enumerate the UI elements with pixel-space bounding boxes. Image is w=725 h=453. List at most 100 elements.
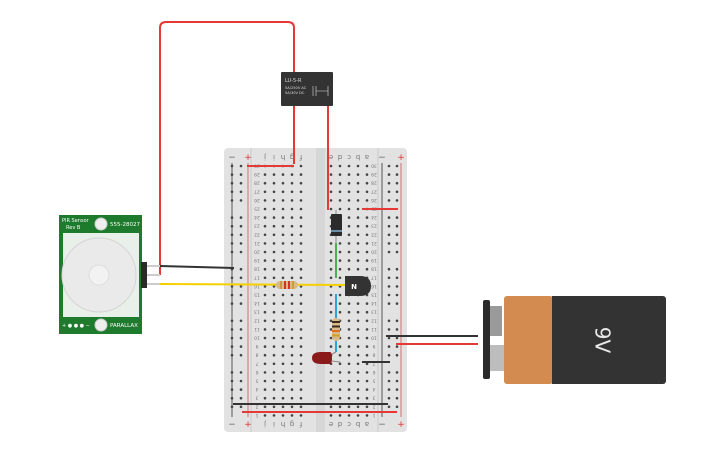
breadboard-hole[interactable] bbox=[356, 328, 360, 331]
breadboard-hole[interactable] bbox=[281, 242, 285, 245]
breadboard-hole[interactable] bbox=[338, 379, 342, 383]
breadboard-hole[interactable] bbox=[272, 293, 276, 297]
breadboard-hole[interactable] bbox=[329, 259, 333, 262]
breadboard-hole[interactable] bbox=[356, 388, 360, 391]
breadboard-hole[interactable] bbox=[290, 328, 294, 331]
breadboard-hole[interactable] bbox=[338, 267, 342, 271]
breadboard-hole[interactable] bbox=[329, 276, 333, 280]
breadboard-hole[interactable] bbox=[290, 267, 294, 271]
rail-hole[interactable] bbox=[230, 328, 234, 331]
breadboard-hole[interactable] bbox=[347, 310, 351, 314]
resistor-1[interactable] bbox=[276, 281, 298, 289]
rail-hole[interactable] bbox=[395, 250, 399, 254]
breadboard-hole[interactable] bbox=[356, 207, 360, 211]
rail-hole[interactable] bbox=[239, 328, 243, 331]
breadboard-hole[interactable] bbox=[365, 353, 369, 357]
breadboard-hole[interactable] bbox=[338, 362, 342, 366]
breadboard-hole[interactable] bbox=[263, 267, 267, 271]
breadboard-hole[interactable] bbox=[338, 190, 342, 194]
rail-hole[interactable] bbox=[230, 353, 234, 357]
breadboard-hole[interactable] bbox=[347, 405, 351, 409]
rail-hole[interactable] bbox=[395, 336, 399, 340]
breadboard-hole[interactable] bbox=[299, 319, 303, 323]
rail-hole[interactable] bbox=[395, 319, 399, 323]
breadboard-hole[interactable] bbox=[290, 353, 294, 357]
rail-hole[interactable] bbox=[230, 242, 234, 245]
rail-hole[interactable] bbox=[230, 276, 234, 280]
breadboard-hole[interactable] bbox=[281, 224, 285, 228]
rail-hole[interactable] bbox=[230, 250, 234, 254]
breadboard-hole[interactable] bbox=[290, 233, 294, 237]
breadboard-hole[interactable] bbox=[263, 396, 267, 400]
breadboard-hole[interactable] bbox=[329, 250, 333, 254]
breadboard-hole[interactable] bbox=[338, 199, 342, 202]
breadboard-hole[interactable] bbox=[347, 336, 351, 340]
rail-hole[interactable] bbox=[230, 405, 234, 409]
breadboard-hole[interactable] bbox=[263, 302, 267, 305]
rail-hole[interactable] bbox=[230, 199, 234, 202]
rail-hole[interactable] bbox=[239, 302, 243, 305]
breadboard-hole[interactable] bbox=[272, 345, 276, 348]
breadboard-hole[interactable] bbox=[299, 276, 303, 280]
breadboard-hole[interactable] bbox=[281, 207, 285, 211]
breadboard-hole[interactable] bbox=[329, 293, 333, 297]
breadboard-hole[interactable] bbox=[356, 259, 360, 262]
breadboard-hole[interactable] bbox=[281, 414, 285, 417]
breadboard-hole[interactable] bbox=[356, 362, 360, 366]
breadboard-hole[interactable] bbox=[299, 293, 303, 297]
breadboard-hole[interactable] bbox=[365, 199, 369, 202]
rail-hole[interactable] bbox=[239, 285, 243, 288]
breadboard-hole[interactable] bbox=[290, 379, 294, 383]
breadboard-hole[interactable] bbox=[356, 216, 360, 219]
rail-hole[interactable] bbox=[387, 199, 391, 202]
rail-hole[interactable] bbox=[230, 336, 234, 340]
breadboard-hole[interactable] bbox=[272, 233, 276, 237]
breadboard-hole[interactable] bbox=[299, 173, 303, 176]
breadboard-hole[interactable] bbox=[272, 328, 276, 331]
breadboard-hole[interactable] bbox=[272, 319, 276, 323]
rail-hole[interactable] bbox=[387, 285, 391, 288]
breadboard-hole[interactable] bbox=[263, 414, 267, 417]
rail-hole[interactable] bbox=[387, 250, 391, 254]
breadboard-hole[interactable] bbox=[272, 173, 276, 176]
rail-hole[interactable] bbox=[239, 181, 243, 185]
breadboard-hole[interactable] bbox=[356, 336, 360, 340]
breadboard-hole[interactable] bbox=[338, 164, 342, 168]
rail-hole[interactable] bbox=[387, 302, 391, 305]
breadboard-hole[interactable] bbox=[338, 405, 342, 409]
breadboard-hole[interactable] bbox=[365, 164, 369, 168]
rail-hole[interactable] bbox=[395, 388, 399, 391]
breadboard-hole[interactable] bbox=[347, 173, 351, 176]
breadboard-hole[interactable] bbox=[356, 190, 360, 194]
rail-hole[interactable] bbox=[387, 164, 391, 168]
rail-hole[interactable] bbox=[395, 216, 399, 219]
rail-hole[interactable] bbox=[230, 379, 234, 383]
breadboard-hole[interactable] bbox=[347, 388, 351, 391]
breadboard-hole[interactable] bbox=[281, 371, 285, 374]
breadboard-hole[interactable] bbox=[329, 414, 333, 417]
breadboard-hole[interactable] bbox=[356, 242, 360, 245]
breadboard-hole[interactable] bbox=[299, 242, 303, 245]
breadboard-hole[interactable] bbox=[338, 181, 342, 185]
breadboard-hole[interactable] bbox=[329, 405, 333, 409]
breadboard-hole[interactable] bbox=[299, 310, 303, 314]
rail-hole[interactable] bbox=[239, 216, 243, 219]
breadboard-hole[interactable] bbox=[272, 396, 276, 400]
rail-hole[interactable] bbox=[387, 336, 391, 340]
breadboard-hole[interactable] bbox=[272, 285, 276, 288]
breadboard-hole[interactable] bbox=[365, 328, 369, 331]
breadboard-hole[interactable] bbox=[299, 353, 303, 357]
breadboard-hole[interactable] bbox=[365, 302, 369, 305]
breadboard-hole[interactable] bbox=[347, 345, 351, 348]
breadboard-hole[interactable] bbox=[299, 328, 303, 331]
rail-hole[interactable] bbox=[395, 224, 399, 228]
rail-hole[interactable] bbox=[239, 388, 243, 391]
breadboard-hole[interactable] bbox=[263, 293, 267, 297]
rail-hole[interactable] bbox=[239, 336, 243, 340]
breadboard-hole[interactable] bbox=[290, 414, 294, 417]
rail-hole[interactable] bbox=[239, 224, 243, 228]
rail-hole[interactable] bbox=[395, 328, 399, 331]
rail-hole[interactable] bbox=[387, 242, 391, 245]
breadboard-hole[interactable] bbox=[272, 405, 276, 409]
breadboard-hole[interactable] bbox=[272, 259, 276, 262]
